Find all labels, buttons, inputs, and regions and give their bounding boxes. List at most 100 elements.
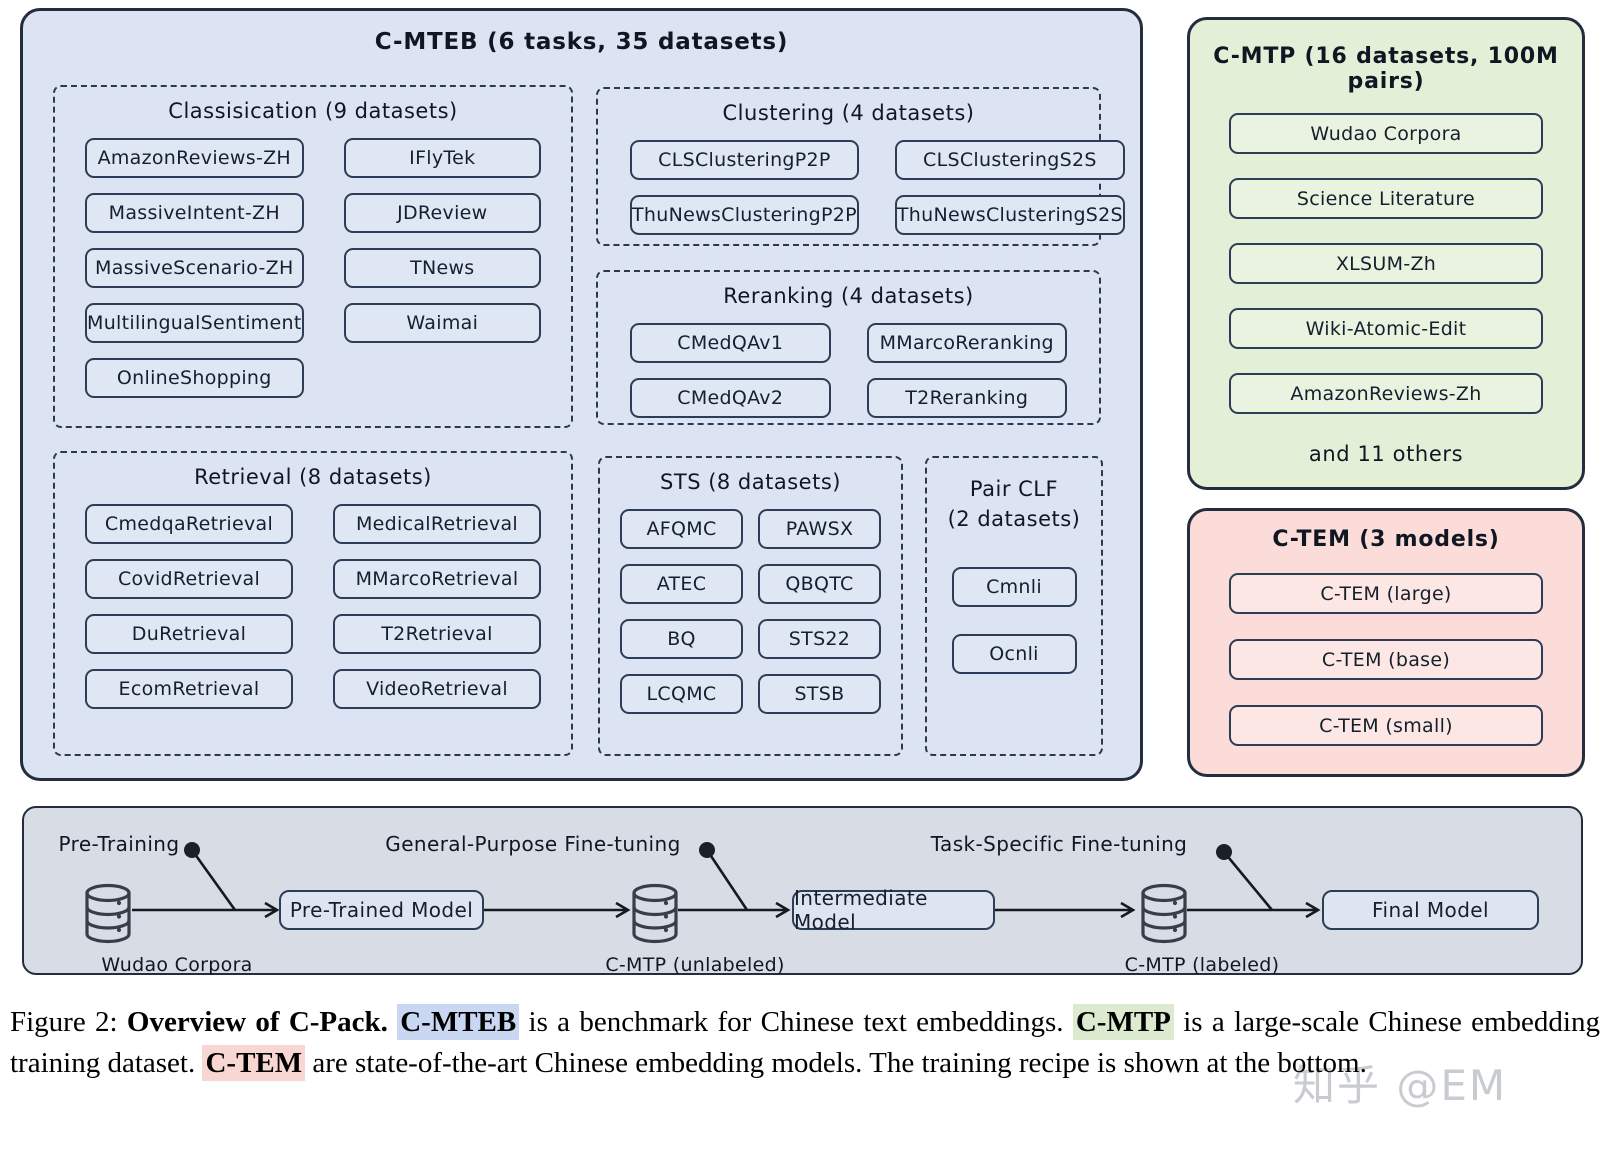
- dataset-box: MMarcoReranking: [866, 323, 1067, 363]
- database-icon: [1141, 883, 1187, 944]
- dataset-box: AmazonReviews-ZH: [85, 138, 304, 178]
- group-retrieval-grid: CmedqaRetrieval MedicalRetrieval CovidRe…: [55, 504, 571, 709]
- database-icon: [85, 883, 131, 944]
- dataset-box: LCQMC: [620, 674, 743, 714]
- dataset-box: Science Literature: [1229, 178, 1543, 219]
- dataset-box: Wiki-Atomic-Edit: [1229, 308, 1543, 349]
- caption-text: are state-of-the-art Chinese embedding m…: [305, 1047, 1367, 1080]
- dataset-box: CovidRetrieval: [85, 559, 293, 599]
- datastore-label-cmtp-unlabeled: C-MTP (unlabeled): [605, 954, 785, 976]
- dataset-box: ATEC: [620, 564, 743, 604]
- model-item-box: C-TEM (base): [1229, 639, 1543, 680]
- group-clustering: Clustering (4 datasets) CLSClusteringP2P…: [596, 87, 1125, 246]
- caption-cmtp-highlight: C-MTP: [1072, 1004, 1174, 1040]
- group-sts-title: STS (8 datasets): [660, 470, 841, 494]
- group-pair-clf-title: Pair CLF (2 datasets): [948, 474, 1081, 535]
- dataset-box: MMarcoRetrieval: [333, 559, 541, 599]
- group-classification: Classisication (9 datasets) AmazonReview…: [53, 85, 573, 428]
- caption-ctem-highlight: C-TEM: [202, 1045, 306, 1082]
- ctem-panel: C-TEM (3 models) C-TEM (large) C-TEM (ba…: [1187, 508, 1585, 777]
- branch-line: [705, 849, 749, 911]
- dataset-box: T2Reranking: [866, 378, 1067, 418]
- figure-caption: Figure 2: Overview of C-Pack. C-MTEB is …: [10, 1002, 1600, 1084]
- dataset-box: ThuNewsClusteringS2S: [894, 195, 1125, 235]
- caption-figure-label: Figure 2:: [10, 1006, 127, 1038]
- dataset-box: OnlineShopping: [85, 358, 304, 398]
- dataset-box: CLSClusteringS2S: [894, 140, 1125, 180]
- group-sts: STS (8 datasets) AFQMC PAWSX ATEC QBQTC …: [598, 456, 903, 756]
- dataset-box: MassiveScenario-ZH: [85, 248, 304, 288]
- caption-bold-overview: Overview of C-Pack.: [126, 1006, 388, 1038]
- arrow: [132, 901, 280, 919]
- dataset-box: AFQMC: [620, 509, 743, 549]
- dataset-box: BQ: [620, 619, 743, 659]
- intermediate-model-box: Intermediate Model: [792, 886, 995, 934]
- stage-label-pre-training: Pre-Training: [58, 832, 180, 856]
- branch-line: [190, 849, 237, 911]
- branch-line: [1222, 851, 1274, 911]
- dataset-box: T2Retrieval: [333, 614, 541, 654]
- caption-cmteb-highlight: C-MTEB: [397, 1004, 520, 1040]
- arrow: [1187, 901, 1321, 919]
- datastore-label-wudao-corpora: Wudao Corpora: [101, 954, 253, 976]
- dataset-box: QBQTC: [758, 564, 881, 604]
- dataset-box: MassiveIntent-ZH: [85, 193, 304, 233]
- training-pipeline-panel: Pre-Training General-Purpose Fine-tuning…: [22, 806, 1583, 976]
- zhihu-watermark: 知乎 @EM: [1293, 1061, 1508, 1110]
- database-icon: [632, 883, 678, 944]
- model-item-box: C-TEM (large): [1229, 573, 1543, 614]
- group-retrieval-title: Retrieval (8 datasets): [194, 465, 432, 489]
- cmtp-title: C-MTP (16 datasets, 100M pairs): [1213, 44, 1559, 94]
- pair-clf-title-line2: (2 datasets): [947, 507, 1081, 532]
- group-pair-clf: Pair CLF (2 datasets) Cmnli Ocnli: [925, 456, 1103, 756]
- group-clustering-title: Clustering (4 datasets): [722, 101, 975, 125]
- dataset-box: TNews: [343, 248, 541, 288]
- dataset-box: CMedQAv1: [630, 323, 831, 363]
- group-reranking: Reranking (4 datasets) CMedQAv1 MMarcoRe…: [596, 270, 1101, 425]
- datastore-label-cmtp-labeled: C-MTP (labeled): [1124, 954, 1280, 976]
- dataset-box: STSB: [758, 674, 881, 714]
- dataset-box: VideoRetrieval: [333, 669, 541, 709]
- branch-dot: [699, 842, 715, 858]
- dataset-box: CmedqaRetrieval: [85, 504, 293, 544]
- dataset-box: MedicalRetrieval: [333, 504, 541, 544]
- pair-clf-title-line1: Pair CLF: [969, 477, 1059, 501]
- caption-space: [388, 1006, 397, 1038]
- caption-text: is a large-scale Chinese embedding train…: [10, 1006, 1600, 1080]
- dataset-box: IFlyTek: [343, 138, 541, 178]
- cmteb-title: C-MTEB (6 tasks, 35 datasets): [374, 29, 789, 55]
- dataset-box: DuRetrieval: [85, 614, 293, 654]
- stage-label-general-purpose-fine-tuning: General-Purpose Fine-tuning: [385, 832, 681, 856]
- arrow: [678, 901, 791, 919]
- dataset-box: EcomRetrieval: [85, 669, 293, 709]
- dataset-box: STS22: [758, 619, 881, 659]
- caption-text: is a benchmark for Chinese text embeddin…: [519, 1006, 1073, 1038]
- group-reranking-grid: CMedQAv1 MMarcoReranking CMedQAv2 T2Rera…: [598, 323, 1099, 418]
- cmtp-others-note: and 11 others: [1308, 442, 1464, 466]
- model-item-box: C-TEM (small): [1229, 705, 1543, 746]
- group-retrieval: Retrieval (8 datasets) CmedqaRetrieval M…: [53, 451, 573, 756]
- pipeline-graphics: [85, 842, 1321, 944]
- cmteb-panel: C-MTEB (6 tasks, 35 datasets) Classisica…: [20, 8, 1143, 781]
- final-model-box: Final Model: [1322, 890, 1539, 930]
- pre-trained-model-box: Pre-Trained Model: [279, 890, 484, 930]
- dataset-box: Waimai: [343, 303, 541, 343]
- dataset-box: XLSUM-Zh: [1229, 243, 1543, 284]
- group-clustering-grid: CLSClusteringP2P CLSClusteringS2S ThuNew…: [598, 140, 1125, 235]
- dataset-box: CMedQAv2: [630, 378, 831, 418]
- group-reranking-title: Reranking (4 datasets): [723, 284, 974, 308]
- cmtp-stack: Wudao Corpora Science Literature XLSUM-Z…: [1190, 113, 1582, 414]
- ctem-stack: C-TEM (large) C-TEM (base) C-TEM (small): [1190, 573, 1582, 746]
- dataset-box: Ocnli: [951, 633, 1077, 674]
- cmtp-panel: C-MTP (16 datasets, 100M pairs) Wudao Co…: [1187, 17, 1585, 490]
- dataset-box: Cmnli: [951, 566, 1077, 607]
- group-classification-title: Classisication (9 datasets): [168, 99, 458, 123]
- dataset-box: ThuNewsClusteringP2P: [630, 195, 859, 235]
- dataset-box: Wudao Corpora: [1229, 113, 1543, 154]
- dataset-box: PAWSX: [758, 509, 881, 549]
- group-classification-grid: AmazonReviews-ZH IFlyTek MassiveIntent-Z…: [55, 138, 571, 398]
- branch-dot: [1216, 844, 1232, 860]
- dataset-box: CLSClusteringP2P: [630, 140, 859, 180]
- group-sts-grid: AFQMC PAWSX ATEC QBQTC BQ STS22 LCQMC ST…: [600, 509, 901, 714]
